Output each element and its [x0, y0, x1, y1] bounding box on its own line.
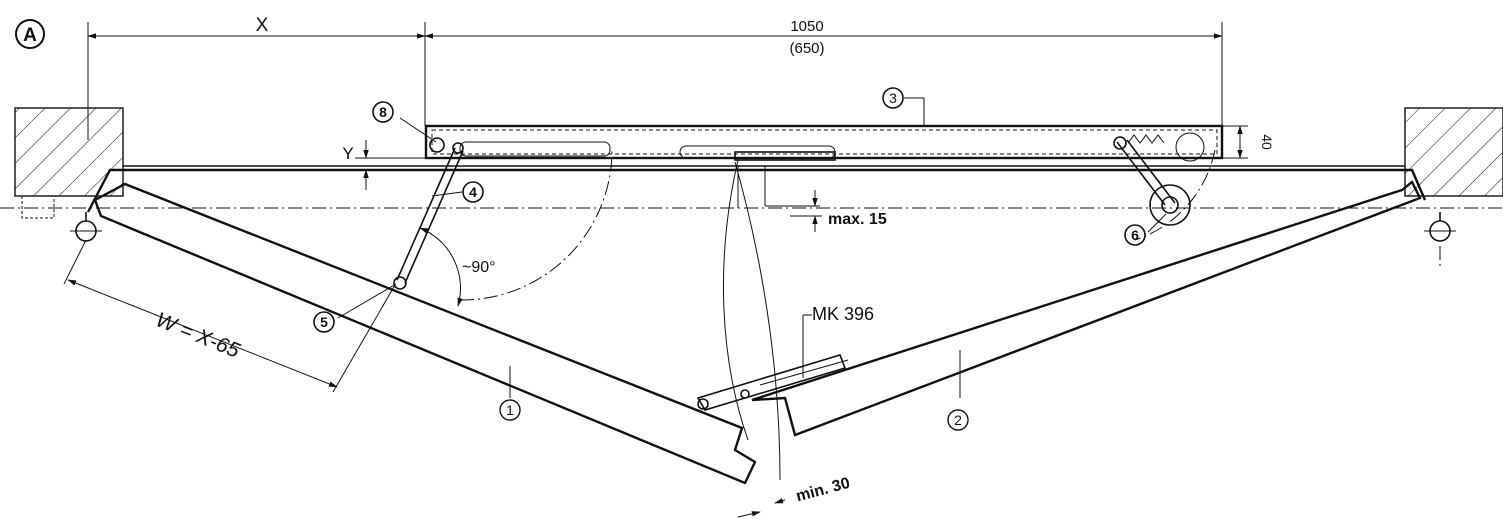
svg-text:3: 3 — [889, 90, 897, 106]
label-mk396: MK 396 — [812, 304, 874, 324]
door-frame — [0, 165, 1503, 213]
label-x: X — [256, 15, 269, 36]
svg-text:6: 6 — [1131, 227, 1139, 243]
right-pivot — [1424, 212, 1456, 270]
view-label-a: A — [15, 19, 45, 49]
angle-arc — [419, 227, 463, 307]
callout-8: 5 — [313, 311, 335, 333]
sweep-arc-right — [1134, 149, 1216, 241]
callout-4: 4 — [462, 181, 484, 203]
door-leaf-2 — [751, 180, 1422, 437]
door-leaf-1 — [93, 182, 757, 485]
callout-leaders — [337, 97, 1167, 398]
label-650: (650) — [789, 40, 824, 57]
door-closer-body — [424, 124, 1224, 162]
callout-1: 1 — [499, 399, 521, 421]
label-angle: ~90° — [462, 259, 496, 276]
slide-arm — [393, 137, 464, 290]
left-pivot — [70, 212, 102, 242]
svg-text:8: 8 — [379, 104, 387, 120]
svg-text:A: A — [23, 25, 37, 46]
dimension-x — [87, 22, 426, 140]
label-min30: min. 30 — [794, 475, 852, 506]
label-y: Y — [342, 144, 353, 163]
label-1050: 1050 — [790, 18, 823, 35]
dimension-y — [355, 140, 426, 190]
svg-text:5: 5 — [320, 314, 328, 330]
dimension-1050 — [424, 22, 1223, 126]
sweep-arc-center — [722, 159, 749, 441]
dimension-max15 — [790, 190, 822, 232]
dimension-40 — [1222, 125, 1248, 159]
label-w-formula: W = X-65 — [153, 308, 244, 362]
sweep-arc-center-2 — [734, 161, 781, 481]
dimension-w — [63, 239, 396, 393]
callout-6: 6 — [1124, 224, 1146, 246]
mk396-guide — [696, 314, 849, 411]
label-40: 40 — [1259, 134, 1275, 150]
svg-text:4: 4 — [469, 184, 477, 200]
left-wall — [14, 107, 124, 219]
dimension-min30 — [737, 498, 786, 518]
callout-2: 2 — [947, 409, 969, 431]
right-wall — [1404, 107, 1503, 197]
closer-arm — [1113, 136, 1191, 226]
callout-3: 3 — [882, 87, 904, 109]
callout-5: 8 — [372, 101, 394, 123]
sweep-arc-left — [459, 147, 613, 301]
svg-text:2: 2 — [954, 412, 962, 428]
label-max15: max. 15 — [828, 211, 887, 228]
svg-text:1: 1 — [506, 402, 514, 418]
